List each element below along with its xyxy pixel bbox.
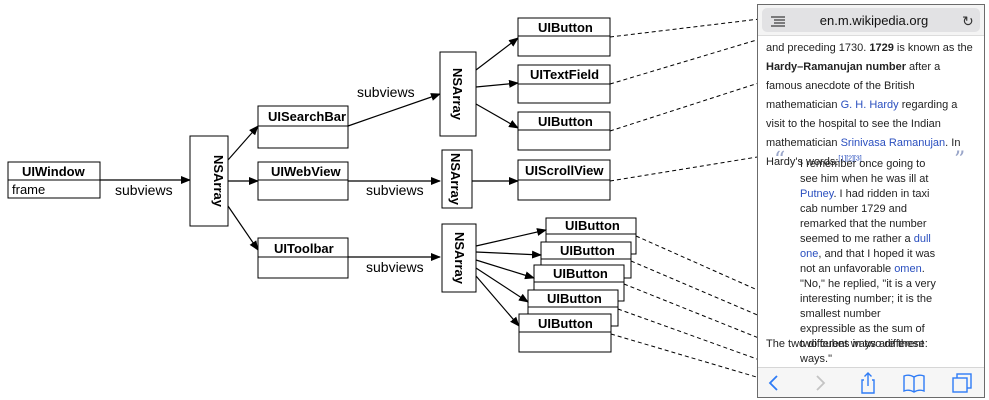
reference-links[interactable]: [1][2][3] xyxy=(838,155,862,163)
quote-text: I remember once going to see him when he… xyxy=(800,157,936,367)
edge-label-subviews-searchbar: subviews xyxy=(357,84,415,100)
close-quote-icon: ” xyxy=(954,148,966,173)
uitoolbar-box: UIToolbar xyxy=(257,237,349,279)
para-text-2: is known as the xyxy=(893,42,973,54)
browser-screen: en.m.wikipedia.org ↻ and preceding 1730.… xyxy=(757,4,985,398)
edge-label-subviews-window: subviews xyxy=(115,182,173,198)
arrow-array4-to-tbbutton3 xyxy=(475,259,535,280)
article-paragraph: and preceding 1730. 1729 is known as the… xyxy=(766,39,978,172)
uiwindow-box: UIWindow frame xyxy=(7,161,101,199)
uiscrollview-title: UIScrollView xyxy=(525,163,604,178)
arrow-array1-to-toolbar xyxy=(227,205,259,251)
search-child-textfield: UITextField xyxy=(517,64,611,104)
arrow-array4-to-tbbutton2 xyxy=(475,250,542,259)
arrow-array2-to-button1 xyxy=(475,37,519,71)
quote-text-1: I remember once going to see him when he… xyxy=(800,158,929,185)
link-omen[interactable]: omen xyxy=(894,263,922,275)
arrow-array4-to-tbbutton4 xyxy=(475,267,529,303)
arrow-array2-to-button2 xyxy=(475,103,519,129)
uiwindow-title: UIWindow xyxy=(22,164,86,179)
toolbar-child-button-5: UIButton xyxy=(518,313,612,353)
uiwindow-frame-attr: frame xyxy=(12,182,45,197)
link-srinivasa-ramanujan[interactable]: Srinivasa Ramanujan xyxy=(840,137,946,149)
nsarray-2: NSArray xyxy=(439,51,477,137)
para-bold-1729: 1729 xyxy=(869,42,894,54)
back-icon[interactable] xyxy=(760,370,788,396)
nsarray-3-label: NSArray xyxy=(448,153,463,206)
arrow-array4-to-tbbutton5 xyxy=(475,275,520,327)
para-text-1: and preceding 1730. xyxy=(766,42,870,54)
uisearchbar-box: UISearchBar xyxy=(257,105,349,149)
link-gh-hardy[interactable]: G. H. Hardy xyxy=(840,99,899,111)
search-child-button-1-title: UIButton xyxy=(538,20,593,35)
edge-label-subviews-webview: subviews xyxy=(366,182,424,198)
url-field[interactable]: en.m.wikipedia.org ↻ xyxy=(762,8,980,32)
arrow-searchbar-to-array2 xyxy=(347,93,441,127)
search-child-textfield-title: UITextField xyxy=(530,67,599,82)
toolbar-child-button-5-title: UIButton xyxy=(538,316,593,331)
arrow-array1-to-searchbar xyxy=(227,125,259,161)
forward-icon[interactable] xyxy=(806,370,834,396)
link-dull-one[interactable]: dull one xyxy=(800,233,931,260)
search-child-button-1: UIButton xyxy=(517,17,611,57)
arrow-array4-to-tbbutton1 xyxy=(475,228,547,247)
browser-toolbar xyxy=(758,367,984,397)
nsarray-1-label: NSArray xyxy=(211,155,226,208)
search-child-button-2: UIButton xyxy=(517,111,611,151)
uitoolbar-title: UIToolbar xyxy=(274,241,334,256)
para-text-5: . In Hardy's words: xyxy=(766,137,961,168)
toolbar-child-button-4-title: UIButton xyxy=(547,291,602,306)
dash-button1-to-reader xyxy=(609,17,769,38)
share-icon[interactable] xyxy=(854,370,882,396)
para-text-4: regarding a visit to the hospital to see… xyxy=(766,99,958,149)
open-quote-icon: “ xyxy=(774,148,786,173)
bookmarks-icon[interactable] xyxy=(900,370,928,396)
uisearchbar-title: UISearchBar xyxy=(268,109,346,124)
quote-text-3: , and that I hoped it was not an unfavor… xyxy=(800,248,936,275)
quote-text-4: . "No," he replied, "it is a very intere… xyxy=(800,263,936,365)
address-bar: en.m.wikipedia.org ↻ xyxy=(758,5,984,36)
url-text[interactable]: en.m.wikipedia.org xyxy=(819,13,929,28)
nsarray-3: NSArray xyxy=(441,149,473,209)
nsarray-4: NSArray xyxy=(441,223,477,293)
toolbar-child-button-3-title: UIButton xyxy=(553,266,608,281)
link-putney[interactable]: Putney xyxy=(800,188,834,200)
reload-icon[interactable]: ↻ xyxy=(962,13,974,29)
uiwebview-title: UIWebView xyxy=(271,164,341,179)
nsarray-2-label: NSArray xyxy=(450,68,465,121)
nsarray-1: NSArray xyxy=(189,135,229,227)
arrow-array2-to-textfield xyxy=(475,79,519,88)
reader-mode-icon[interactable] xyxy=(771,15,785,27)
para-text-3: after a famous anecdote of the British m… xyxy=(766,61,941,111)
tabs-icon[interactable] xyxy=(948,370,976,396)
uiscrollview-box: UIScrollView xyxy=(517,159,611,201)
search-child-button-2-title: UIButton xyxy=(538,114,593,129)
toolbar-child-button-2-title: UIButton xyxy=(560,243,615,258)
edge-label-subviews-toolbar: subviews xyxy=(366,259,424,275)
after-quote-text: The two different ways are these: xyxy=(766,338,928,350)
quote-text-2: . I had ridden in taxi cab number 1729 a… xyxy=(800,188,930,245)
para-bold-hardy-ramanujan: Hardy–Ramanujan number xyxy=(766,61,906,73)
nsarray-4-label: NSArray xyxy=(452,232,467,285)
uiwebview-box: UIWebView xyxy=(257,161,349,201)
toolbar-child-button-1-title: UIButton xyxy=(565,218,620,233)
dash-tbbutton5-to-back xyxy=(610,333,771,382)
